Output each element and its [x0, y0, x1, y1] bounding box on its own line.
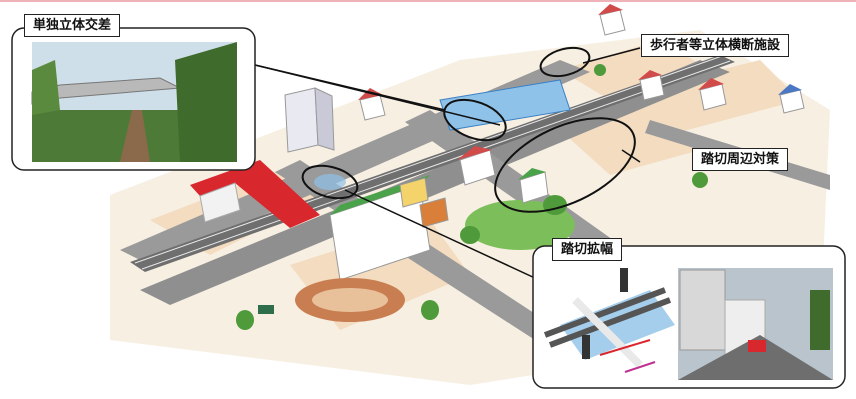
photo-trees	[175, 42, 237, 162]
house-roof	[598, 4, 623, 15]
connector-line	[582, 47, 641, 64]
track	[548, 297, 672, 348]
house-roof	[518, 168, 546, 180]
track	[543, 287, 667, 338]
house-roof	[778, 84, 802, 95]
houses	[358, 4, 805, 228]
pedestrian-facility-label: 歩行者等立体横断施設	[641, 34, 790, 57]
connector-line	[621, 149, 641, 163]
overpass-highlight-ellipse	[443, 98, 507, 142]
house	[399, 177, 429, 208]
station-building	[199, 182, 241, 223]
widening-arrow-2	[624, 361, 656, 373]
school-track-inner	[312, 288, 388, 312]
connector-line	[344, 189, 551, 286]
apartment-tower	[284, 87, 319, 153]
street-photo	[678, 268, 833, 380]
crossing-surroundings-highlight-ellipse	[494, 117, 636, 213]
overpass-photo	[31, 42, 237, 162]
car	[258, 305, 274, 314]
connector-line	[254, 64, 501, 126]
apartment-tower-side	[314, 87, 335, 151]
photo-trees-left	[32, 60, 60, 115]
house	[519, 171, 549, 204]
house	[419, 197, 449, 228]
tree	[236, 310, 254, 330]
crossing-widening-highlight-ellipse	[301, 164, 359, 200]
red-bridge	[190, 160, 320, 228]
widening-arrow	[599, 339, 651, 356]
house-roof	[698, 78, 724, 90]
grade-separation-label: 単独立体交差	[24, 14, 121, 37]
road	[140, 60, 730, 305]
crossing-widening-label: 踏切拡幅	[552, 238, 623, 261]
tree	[460, 226, 480, 244]
street-tree	[810, 290, 830, 350]
crossing-diagram	[543, 268, 675, 373]
crossing-signal	[582, 335, 590, 359]
crossing-widening-area	[314, 174, 346, 190]
tree	[421, 300, 439, 320]
crossing-surroundings-label: 踏切周辺対策	[692, 148, 789, 171]
photo-rails	[120, 110, 150, 162]
tree	[543, 195, 567, 215]
house-roof	[638, 70, 662, 80]
street-road	[678, 335, 833, 380]
house-roof	[457, 146, 492, 160]
crossing-signal	[620, 268, 628, 292]
pedestrian-facility-highlight-ellipse	[539, 46, 591, 78]
rail-line	[134, 55, 723, 264]
tree	[692, 172, 708, 188]
street-building	[679, 269, 726, 351]
tree	[594, 64, 606, 76]
road-crossing	[572, 297, 643, 368]
street-car	[748, 340, 766, 352]
rail-line	[141, 60, 731, 270]
